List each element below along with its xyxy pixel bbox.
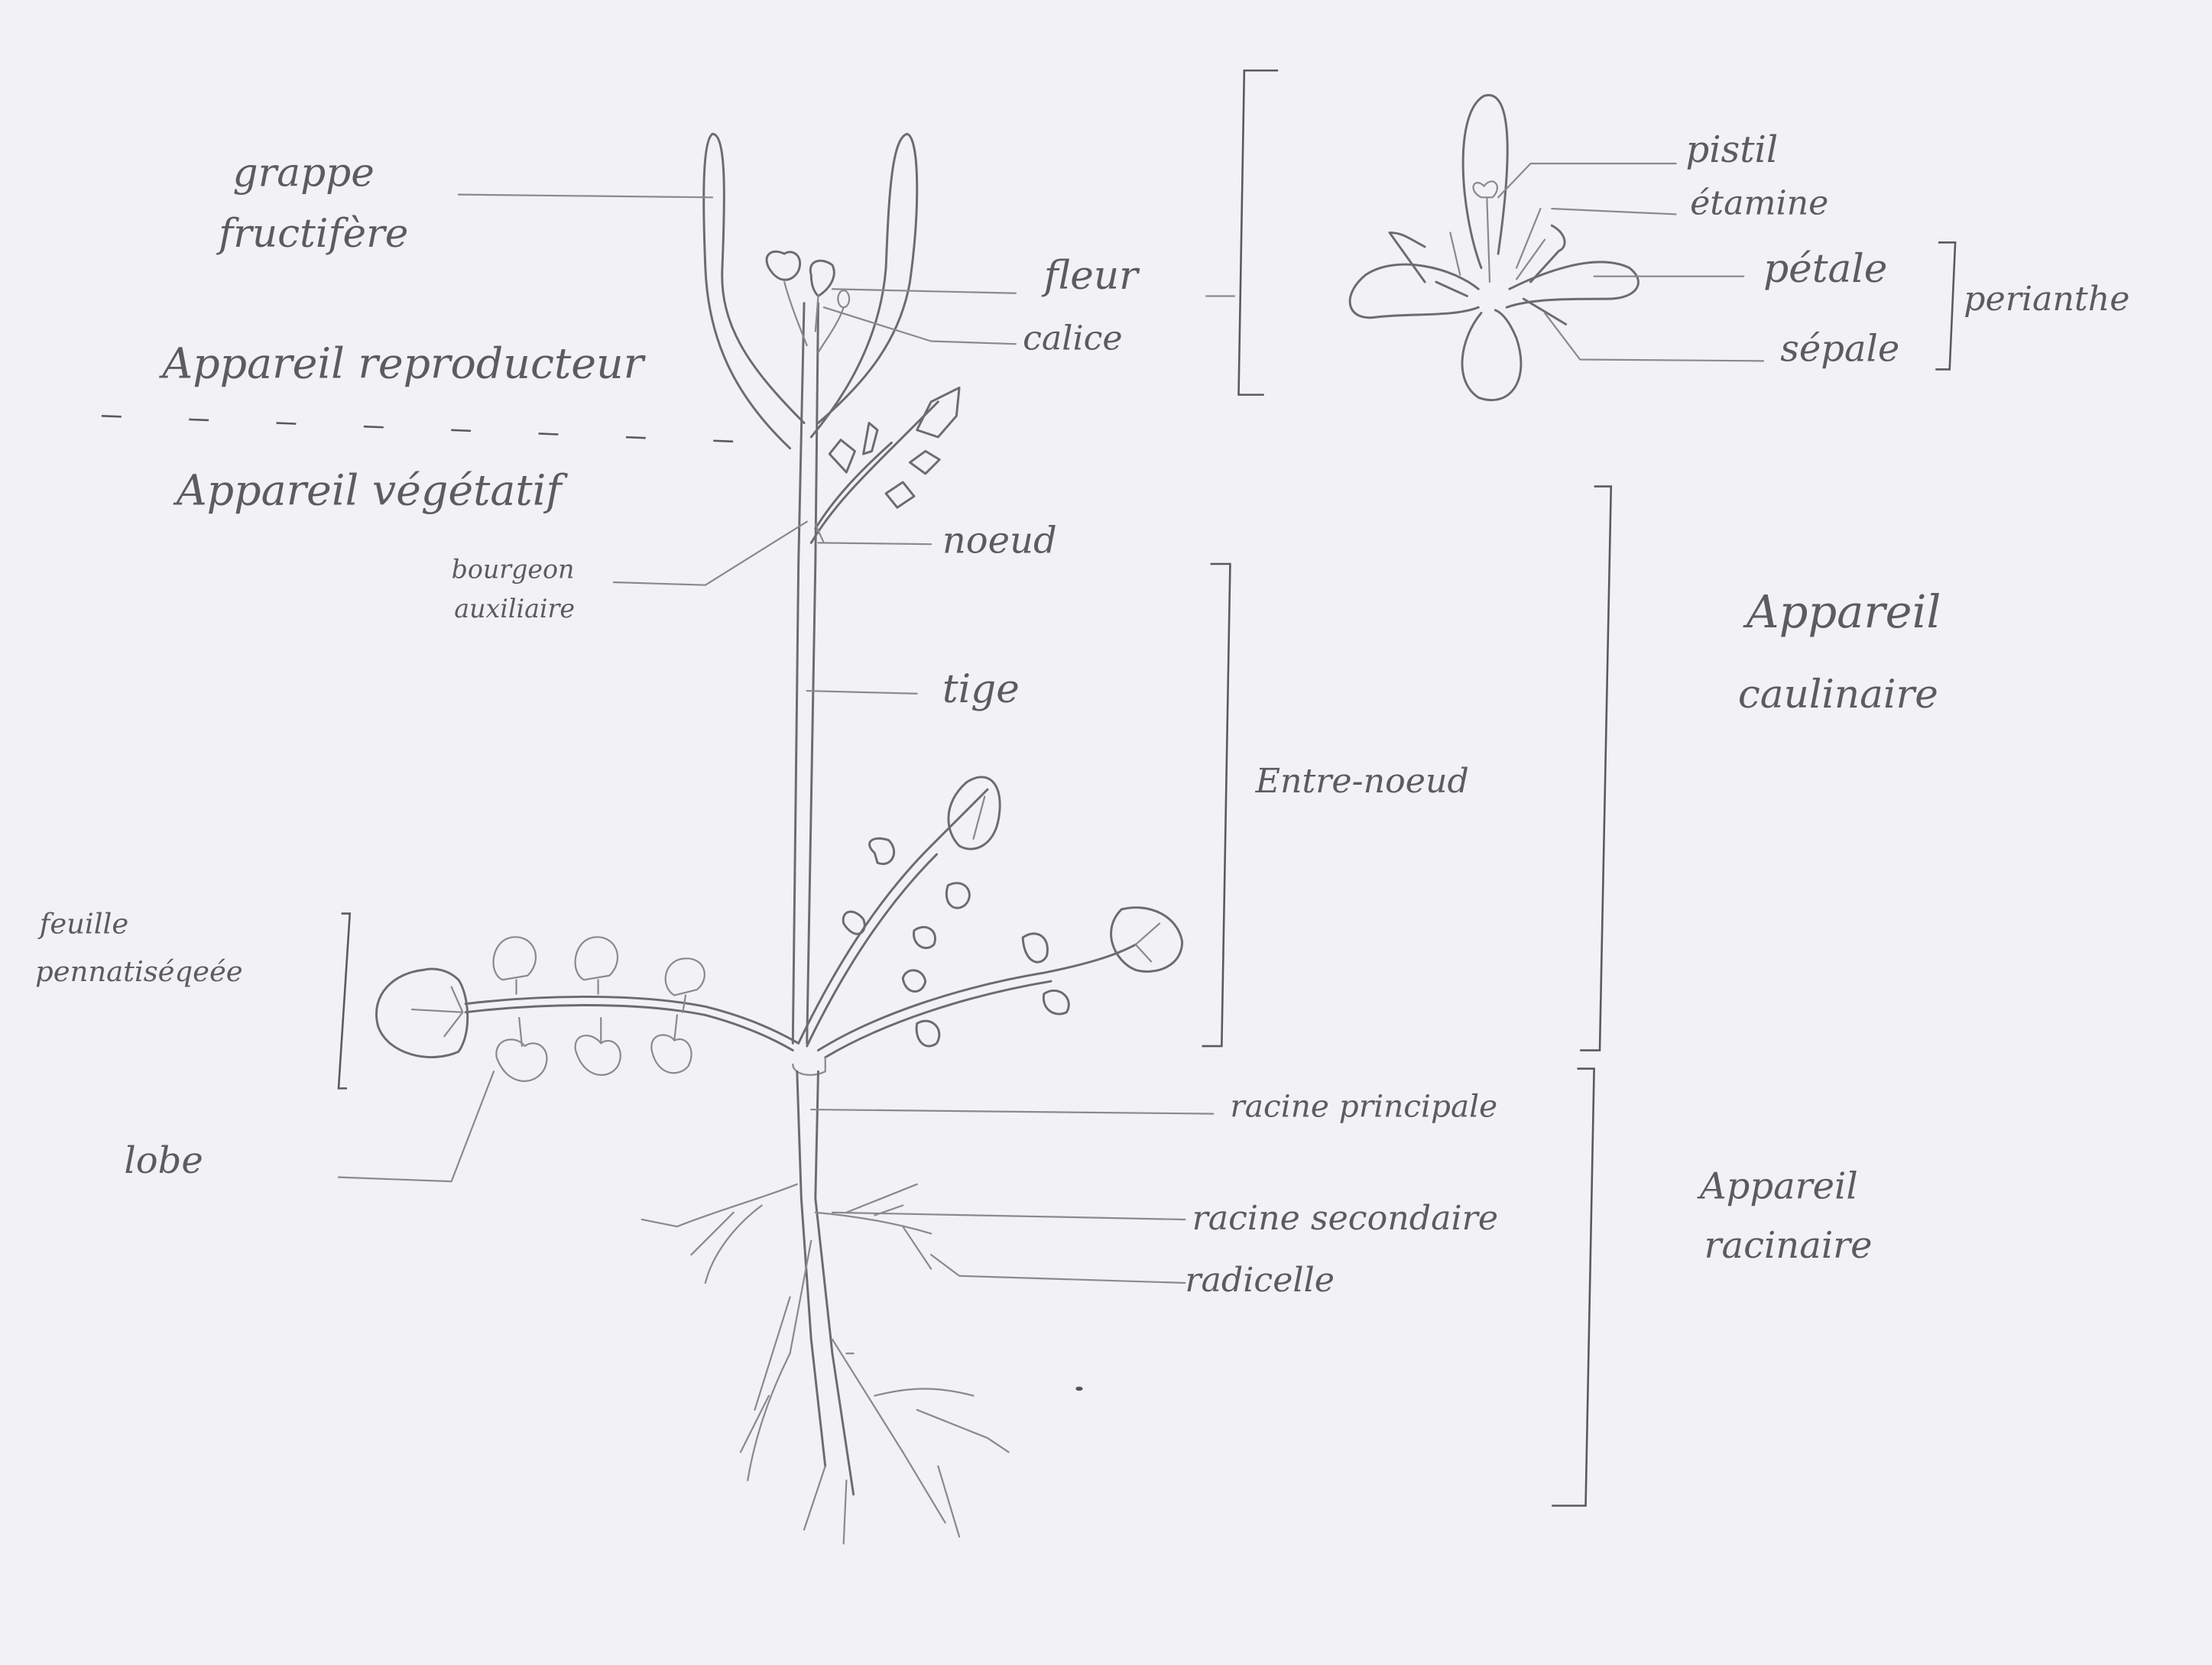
label-tige: tige <box>942 666 1020 712</box>
leader-pistil <box>1497 162 1677 199</box>
leader-racine-secondaire <box>831 1211 1186 1221</box>
racinaire-bracket <box>1552 1067 1595 1507</box>
labels: grappe fructifère Appareil reproducteur … <box>35 128 2129 1300</box>
label-racinaire-1: Appareil <box>1697 1165 1858 1207</box>
leader-radicelle <box>930 1253 1186 1284</box>
main-stem <box>791 302 819 1045</box>
section-reproducteur: Appareil reproducteur <box>158 339 646 388</box>
leader-fleur <box>831 288 1017 294</box>
leader-sepale <box>1543 312 1765 362</box>
leader-racine-principale <box>810 1108 1215 1115</box>
flower-detail <box>1348 94 1765 402</box>
leader-etamine <box>1551 207 1677 215</box>
label-feuille-2: pennatiséqeée <box>35 955 243 988</box>
label-bourgeon-1: bourgeon <box>452 554 575 584</box>
pencil-dot <box>1075 1386 1083 1391</box>
left-leaf <box>375 936 800 1082</box>
perianthe-bracket <box>1935 241 1957 371</box>
leader-lobe <box>337 1071 495 1183</box>
feuille-bracket <box>337 912 352 1090</box>
label-petale: pétale <box>1763 246 1887 292</box>
section-vegetatif: Appareil végétatif <box>173 467 569 516</box>
caulinaire-bracket <box>1580 485 1613 1051</box>
label-grappe-2: fructifère <box>216 211 408 257</box>
fruit-pods <box>702 132 919 450</box>
flower-bracket <box>1237 69 1279 396</box>
leader-tige <box>806 689 918 695</box>
label-caulinaire-2: caulinaire <box>1738 672 1938 718</box>
root-system <box>641 1056 1083 1545</box>
label-feuille-1: feuille <box>37 907 129 940</box>
label-etamine: étamine <box>1690 183 1828 222</box>
label-calice: calice <box>1023 319 1123 358</box>
label-perianthe: perianthe <box>1964 280 2129 319</box>
label-grappe-1: grappe <box>233 151 375 196</box>
entre-noeud-bracket <box>1202 562 1231 1048</box>
label-racine-principale: racine principale <box>1230 1087 1497 1124</box>
label-caulinaire-1: Appareil <box>1743 585 1941 638</box>
brackets <box>337 69 1957 1507</box>
label-bourgeon-2: auxiliaire <box>454 594 575 624</box>
leader-calice <box>822 306 1017 345</box>
label-racine-secondaire: racine secondaire <box>1192 1199 1498 1238</box>
label-entre-noeud: Entre-noeud <box>1255 762 1469 801</box>
leader-grappe <box>457 193 714 199</box>
label-racinaire-2: racinaire <box>1704 1224 1873 1267</box>
flower-cluster <box>765 250 851 354</box>
label-noeud: noeud <box>942 519 1057 562</box>
label-sepale: sépale <box>1780 327 1899 370</box>
leader-lines <box>337 193 1215 1284</box>
leader-bourgeon <box>612 520 808 586</box>
upper-branch <box>809 386 961 544</box>
label-lobe: lobe <box>124 1139 203 1182</box>
label-radicelle: radicelle <box>1185 1261 1335 1300</box>
section-divider <box>101 414 797 445</box>
leader-noeud <box>817 542 932 546</box>
lower-right-branch <box>797 776 1184 1059</box>
label-fleur: fleur <box>1041 253 1140 299</box>
label-pistil: pistil <box>1686 128 1779 171</box>
